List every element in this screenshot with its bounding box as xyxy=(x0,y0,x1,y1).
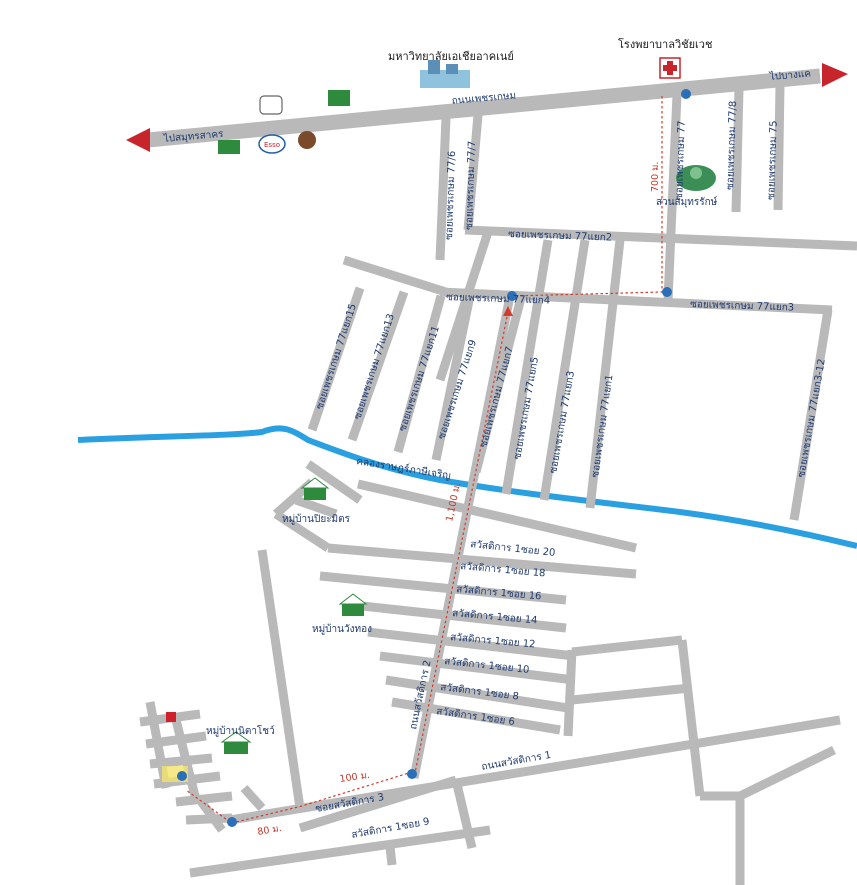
soi-77-label: ซอยเพชรเกษม 77 xyxy=(674,120,688,200)
village-3-icon xyxy=(220,731,252,754)
distance-700: 700 ม. xyxy=(650,162,661,192)
yaek4-label: ซอยเพชรเกษม 77แยก4 xyxy=(446,292,550,307)
sawat-2-road xyxy=(409,295,515,779)
sanam-label: สวนสมุทรรักษ์ xyxy=(656,196,718,208)
to-samut-sakhon-label: ไปสมุทรสาคร xyxy=(162,128,224,145)
mazda-icon xyxy=(259,95,283,115)
soi-77-6-label: ซอยเพชรเกษม 77/6 xyxy=(444,151,458,240)
soi-77-8-label: ซอยเพชรเกษม 77/8 xyxy=(725,101,739,190)
brown-logo-icon xyxy=(298,131,316,149)
middle-sois xyxy=(307,239,833,521)
route-line xyxy=(185,96,663,823)
arrow-right xyxy=(822,63,848,87)
university-icon xyxy=(420,60,470,88)
soi-75-label: ซอยเพชรเกษม 75 xyxy=(766,120,780,200)
arrow-left xyxy=(126,128,150,152)
village-1-label: หมู่บ้านปิยะมิตร xyxy=(282,513,351,525)
esso-icon xyxy=(258,134,286,154)
to-bang-khae-label: ไปบางแค xyxy=(768,67,811,83)
green-sign-icon xyxy=(328,90,350,106)
village-1-icon xyxy=(300,477,330,500)
green-sign-2-icon xyxy=(218,140,240,154)
park-icon xyxy=(676,165,716,191)
lower-sois xyxy=(240,460,836,885)
hospital-icon xyxy=(659,57,681,79)
main-road xyxy=(147,68,821,148)
hospital-label: โรงพยาบาลวิชัยเวช xyxy=(618,37,712,51)
yaek2-label: ซอยเพชรเกษม 77แยก2 xyxy=(508,229,612,244)
distance-80: 80 ม. xyxy=(257,823,283,838)
upper-sois xyxy=(342,84,857,382)
route-arrowhead xyxy=(503,306,513,316)
distance-100: 100 ม. xyxy=(339,770,371,785)
canal xyxy=(77,425,857,549)
junction-markers xyxy=(177,89,691,827)
logo-badges xyxy=(218,90,350,154)
yaek3-label: ซอยเพชรเกษม 77แยก3 xyxy=(690,299,794,314)
sawat-1-road xyxy=(189,715,841,878)
village-3-label: หมู่บ้านนิตาโชว์ xyxy=(206,724,275,737)
red-marker xyxy=(166,712,176,722)
soi-77-7-label: ซอยเพชรเกษม 77/7 xyxy=(464,141,478,230)
esso-label: Esso xyxy=(264,141,280,149)
university-label: มหาวิทยาลัยเอเชียอาคเนย์ xyxy=(388,50,514,63)
village-2-label: หมู่บ้านวังทอง xyxy=(312,623,372,635)
village-2-icon xyxy=(338,593,368,616)
